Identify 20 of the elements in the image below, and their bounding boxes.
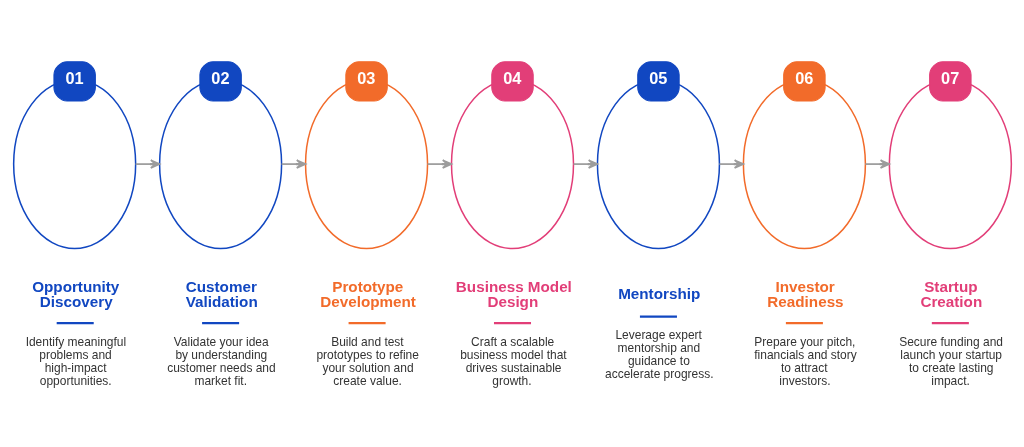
arrow	[134, 158, 160, 169]
node-label: Startup Creation	[919, 277, 982, 310]
node-label: Prototype Development	[319, 277, 416, 310]
node-label: Leverage expert mentorship and guidance to accelerate progress.	[604, 327, 714, 381]
arrow	[426, 158, 452, 169]
node-label: Customer Validation	[185, 277, 258, 310]
node-label: Prepare your pitch, financials and story to attract investors.	[753, 334, 857, 388]
node-label: Opportunity Discovery	[31, 277, 119, 310]
node-label: Investor Readiness	[766, 277, 844, 310]
node-label: Mentorship	[617, 284, 700, 302]
arrow	[572, 158, 598, 169]
node-label: Craft a scalable business model that drives sustainable growth.	[459, 334, 567, 388]
arrow	[864, 158, 890, 169]
node-label: Identify meaningful problems and high-impact opportunities.	[25, 334, 126, 388]
node-label: Build and test prototypes to refine your solution and create value.	[315, 334, 419, 388]
arrow	[280, 158, 306, 169]
arrow	[718, 158, 744, 169]
node-label: Validate your idea by understanding customer needs and market fit.	[166, 334, 276, 388]
node-label: Business Model Design	[455, 277, 572, 310]
node-label: Secure funding and launch your startup to create lasting impact.	[898, 334, 1003, 388]
